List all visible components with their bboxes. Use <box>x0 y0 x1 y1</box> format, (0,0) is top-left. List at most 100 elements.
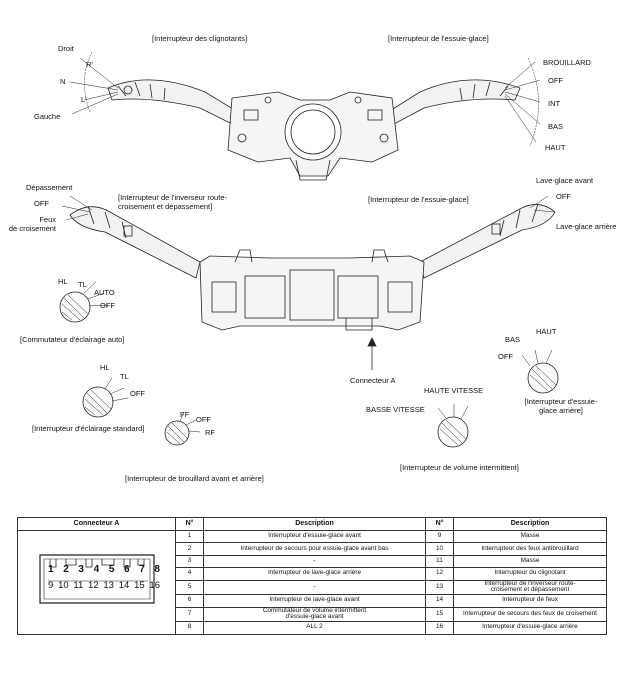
table-row: 5 - 13 Interrupteur de l'inverseur route… <box>18 579 607 596</box>
connector-outline <box>39 554 155 604</box>
turn-switch-title: [Interrupteur des clignotants] <box>152 34 248 43</box>
label-off-left: OFF <box>34 199 49 208</box>
pin-number: 6 <box>175 594 204 608</box>
pin-label: 8 <box>154 564 160 575</box>
header-desc2: Description <box>453 517 607 531</box>
label-tl-std: TL <box>120 372 129 381</box>
pin-description: Masse <box>453 529 607 544</box>
pin-number: 9 <box>425 529 454 544</box>
table-row: 7 Commutateur de volume intermittent d'e… <box>18 606 607 623</box>
header-desc1: Description <box>203 517 426 531</box>
pin-number: 2 <box>175 542 204 556</box>
wiper-switch-title-mid: [Interrupteur de l'essuie-glace] <box>368 195 469 204</box>
pin-description: Interrupteur d'essuie-glace avant <box>203 529 426 544</box>
pin-label: 5 <box>108 564 115 575</box>
auto-light-title: [Commutateur d'éclairage auto] <box>20 335 125 344</box>
table-row: 4 Interrupteur de lave-glace arrière 12 … <box>18 567 607 581</box>
fog-switch-title: [Interrupteur de brouillard avant et arr… <box>125 474 264 483</box>
label-r-prime: R' <box>86 60 93 69</box>
label-off-fog: OFF <box>196 415 211 424</box>
label-off-auto: OFF <box>100 301 115 310</box>
auto-light-knob <box>59 291 91 323</box>
standard-light-knob <box>82 386 114 418</box>
pin-label: 3 <box>78 564 84 575</box>
pin-number: 13 <box>425 579 454 596</box>
table-header-row: Connecteur A N° Description N° Descripti… <box>17 517 607 531</box>
pin-label: 12 <box>88 580 99 591</box>
pin-number: 11 <box>425 554 454 569</box>
turn-signal-stalk <box>107 79 239 125</box>
label-haut-rear: HAUT <box>536 327 557 336</box>
pin-number: 14 <box>425 594 454 608</box>
label-off-rear: OFF <box>498 352 513 361</box>
table-row: 6 Interrupteur de lave-glace avant 14 In… <box>18 594 607 608</box>
pin-number: 8 <box>175 621 204 635</box>
rear-wiper-knob <box>527 362 559 394</box>
header-n1: N° <box>175 517 204 531</box>
label-haute-vitesse: HAUTE VITESSE <box>424 386 484 395</box>
pin-description: Commutateur de volume intermittent d'ess… <box>203 606 426 623</box>
dimmer-stalk <box>69 206 201 279</box>
label-n: N <box>60 77 66 86</box>
table-row: 2 Interrupteur de secours pour essuie-gl… <box>18 542 607 556</box>
pin-number: 16 <box>425 621 454 635</box>
pin-label: 15 <box>134 580 145 591</box>
header-connecteur: Connecteur A <box>17 517 176 531</box>
pin-label: 7 <box>139 564 145 575</box>
label-bas-top: BAS <box>548 122 564 131</box>
label-rf: RF <box>205 428 215 437</box>
label-droit: Droit <box>58 44 74 53</box>
pin-label: 11 <box>73 580 84 591</box>
pin-description: Interrupteur d'essuie-glace arrière <box>453 621 607 635</box>
pin-label: 4 <box>93 564 100 575</box>
label-feux-croisement: Feux de croisement <box>8 215 56 233</box>
pin-number: 10 <box>425 542 454 556</box>
label-tl-auto: TL <box>78 280 87 289</box>
table-row: 1 2 3 4 5 6 7 8 9 10 11 12 13 14 15 <box>17 529 607 635</box>
label-lave-glace-arriere: Lave-glace arrière <box>556 222 617 231</box>
pin-description: Masse <box>453 554 607 569</box>
fog-knob <box>164 420 190 446</box>
pin-description: Interrupteur de lave-glace arrière <box>203 567 426 581</box>
label-auto: AUTO <box>94 288 115 297</box>
label-gauche: Gauche <box>34 112 61 121</box>
pin-row-bottom: 9 10 11 12 13 14 15 16 <box>48 580 160 591</box>
pin-description: Interrupteur du clignotant <box>453 567 607 581</box>
middle-housing <box>199 255 425 331</box>
intermittent-title: [Interrupteur de volume intermittent] <box>400 463 519 472</box>
pin-label: 10 <box>58 580 69 591</box>
rear-wiper-title: [Interrupteur d'essuie- glace arrière] <box>524 397 598 415</box>
label-int: INT <box>548 99 561 108</box>
table-row: 8 ALL 2 16 Interrupteur d'essuie-glace a… <box>18 621 607 635</box>
intermittent-knob <box>437 416 469 448</box>
standard-light-title: [Interrupteur d'éclairage standard] <box>32 424 145 433</box>
header-n2: N° <box>425 517 454 531</box>
label-depassement: Dépassement <box>26 183 73 192</box>
connector-a-label: Connecteur A <box>350 376 396 385</box>
label-off-std: OFF <box>130 389 145 398</box>
label-hl-std: HL <box>100 363 110 372</box>
table-row: 3 - 11 Masse <box>18 554 607 569</box>
pin-label: 13 <box>103 580 114 591</box>
pin-description: - <box>203 554 426 569</box>
switch-assembly-diagram <box>59 51 559 448</box>
pin-number: 12 <box>425 567 454 581</box>
label-basse-vitesse: BASSE VITESSE <box>366 405 425 414</box>
pin-description: Interrupteur des feux antibrouillard <box>453 542 607 556</box>
pin-description: Interrupteur de feux <box>453 594 607 608</box>
label-bas-rear: BAS <box>505 335 521 344</box>
pin-label: 9 <box>48 580 54 591</box>
label-l-prime: L' <box>81 95 87 104</box>
wiper-stalk <box>387 79 521 125</box>
label-haut-top: HAUT <box>545 143 566 152</box>
pin-description: - <box>203 579 426 596</box>
pin-label: 2 <box>63 564 69 575</box>
label-off-top: OFF <box>548 76 563 85</box>
pin-label: 16 <box>149 580 160 591</box>
washer-stalk <box>419 204 556 279</box>
pin-number: 4 <box>175 567 204 581</box>
label-lave-glace-avant: Lave-glace avant <box>536 176 594 185</box>
pin-description: ALL 2 <box>203 621 426 635</box>
pin-number: 1 <box>175 529 204 544</box>
connector-table: Connecteur A N° Description N° Descripti… <box>17 517 607 635</box>
